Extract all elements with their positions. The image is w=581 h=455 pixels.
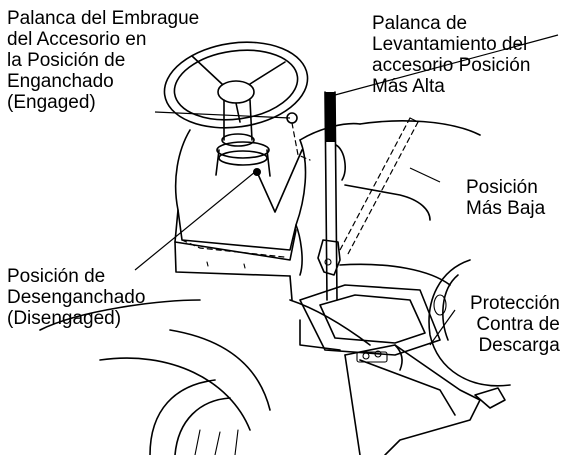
label-line: la Posición de (7, 50, 126, 71)
attachment-lift-lever (317, 91, 419, 301)
label-line: Contra de (476, 314, 560, 335)
label-line: Enganchado (7, 71, 114, 92)
label-discharge-guard: Protección Contra de Descarga (470, 293, 560, 356)
steering-wheel (163, 41, 309, 147)
front-tire (149, 379, 239, 455)
label-line: Palanca de (372, 13, 468, 34)
label-line: Desenganchado (7, 287, 146, 308)
rear-wheel (428, 259, 511, 387)
label-line: Descarga (478, 335, 560, 356)
foot-platform (299, 284, 441, 356)
dash-console (174, 122, 361, 301)
label-line: del Accesorio en (7, 29, 147, 50)
label-line: Protección (470, 293, 560, 314)
leader-lines (134, 34, 559, 346)
label-line: Más Alta (372, 76, 445, 97)
label-clutch-engaged: Palanca del Embrague del Accesorio en la… (7, 8, 199, 113)
label-line: Posición de (7, 266, 106, 287)
tractor-body (39, 120, 481, 431)
label-line: Posición (466, 177, 538, 198)
label-line: (Disengaged) (7, 308, 122, 329)
label-line: Levantamiento del (372, 34, 528, 55)
label-disengaged: Posición de Desenganchado (Disengaged) (7, 266, 145, 329)
label-lowest-position: Posición Más Baja (466, 177, 545, 219)
label-line: (Engaged) (7, 92, 96, 113)
label-line: Palanca del Embrague (7, 8, 200, 29)
discharge-chute (344, 344, 506, 455)
label-lift-lever-high: Palanca de Levantamiento del accesorio P… (372, 13, 530, 97)
label-line: Más Baja (466, 198, 546, 219)
label-line: accesorio Posición (372, 55, 531, 76)
